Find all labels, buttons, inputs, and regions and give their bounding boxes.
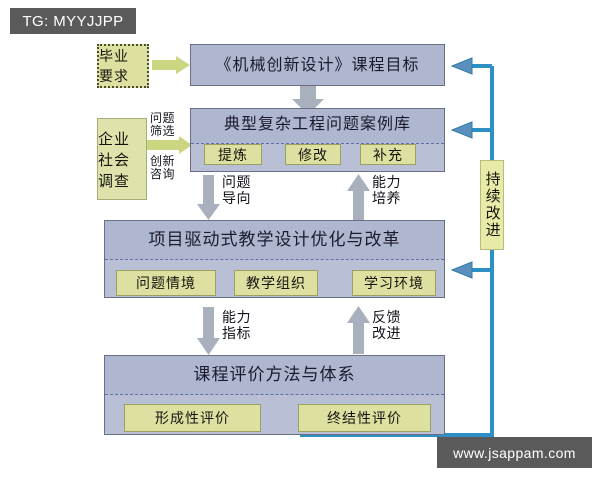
edge-label-ability-index: 能力 指标: [222, 310, 251, 342]
arrow-eval-to-reform: [347, 306, 370, 354]
step-formative-evaluation-label: 形成性评价: [155, 411, 230, 427]
step-learning-environment-label: 学习环境: [364, 276, 424, 292]
edge-label-problem-oriented: 问题 导向: [222, 175, 251, 207]
watermark-top-left: TG: MYYJJPP: [10, 8, 136, 34]
step-learning-environment[interactable]: 学习环境: [352, 270, 436, 296]
node-course-goal-label: 《机械创新设计》课程目标: [215, 55, 420, 75]
step-summative-evaluation[interactable]: 终结性评价: [298, 404, 431, 432]
node-evaluation-system-label: 课程评价方法与体系: [193, 365, 356, 385]
step-teaching-organization[interactable]: 教学组织: [234, 270, 318, 296]
node-continuous-improvement-label: 持续改进: [483, 171, 502, 239]
node-case-library-label: 典型复杂工程问题案例库: [223, 114, 411, 133]
step-problem-context-label: 问题情境: [136, 276, 196, 292]
step-case-supplement-label: 补充: [373, 147, 403, 164]
step-summative-evaluation-label: 终结性评价: [327, 411, 402, 427]
node-graduation-label: 毕业 要求: [99, 49, 129, 85]
step-case-supplement[interactable]: 补充: [360, 144, 416, 165]
arrow-reform-to-eval: [197, 307, 220, 355]
edge-label-problem-screening: 问题 筛选: [150, 111, 176, 139]
step-problem-context[interactable]: 问题情境: [116, 270, 216, 296]
node-continuous-improvement[interactable]: 持续改进: [480, 160, 504, 250]
edge-label-feedback-improve: 反馈 改进: [372, 310, 401, 342]
arrow-caselib-to-reform: [197, 175, 220, 220]
step-case-modify-label: 修改: [298, 147, 328, 164]
arrow-reform-to-caselib: [347, 174, 370, 220]
node-enterprise-survey[interactable]: 企业 社会 调查: [97, 118, 147, 200]
node-survey-label: 企业 社会 调查: [98, 129, 131, 190]
arrow-graduation-to-goal: [152, 56, 190, 74]
watermark-bottom-right: www.jsappam.com: [437, 437, 592, 468]
step-formative-evaluation[interactable]: 形成性评价: [124, 404, 261, 432]
node-teaching-reform-label: 项目驱动式教学设计优化与改革: [148, 230, 401, 250]
step-case-extract[interactable]: 提炼: [204, 144, 262, 165]
node-course-goal[interactable]: 《机械创新设计》课程目标: [190, 44, 445, 86]
step-case-extract-label: 提炼: [218, 147, 248, 164]
edge-label-ability-cultivation: 能力 培养: [372, 175, 401, 207]
edge-label-innovation-consult: 创新 咨询: [150, 154, 176, 182]
step-case-modify[interactable]: 修改: [285, 144, 341, 165]
node-graduation-requirement[interactable]: 毕业 要求: [97, 44, 149, 88]
feedback-arrowheads: [450, 57, 473, 279]
step-teaching-organization-label: 教学组织: [246, 276, 306, 292]
